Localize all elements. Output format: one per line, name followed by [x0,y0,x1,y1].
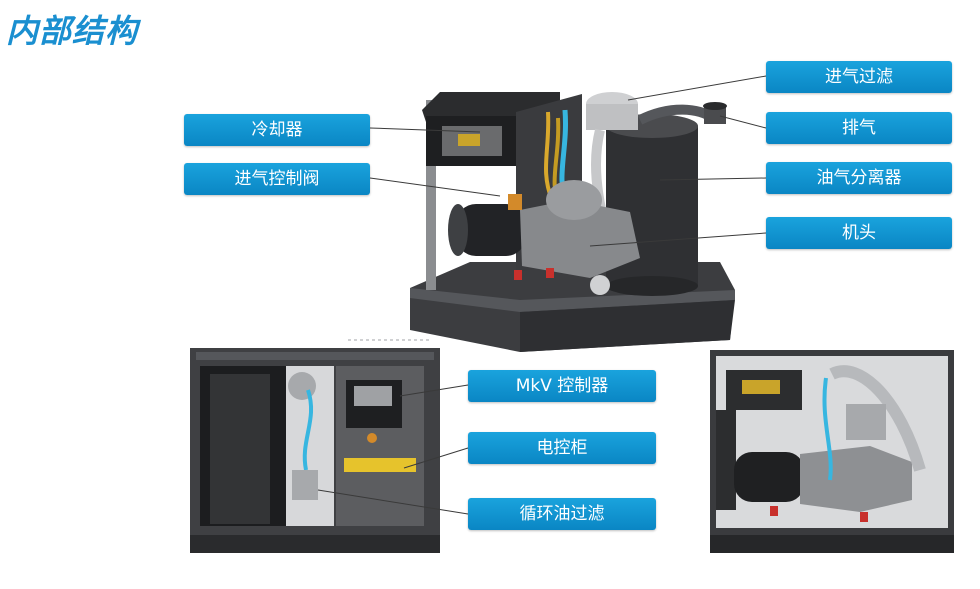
leader-line-oil-filter [317,489,469,515]
label-oil-separator: 油气分离器 [766,162,952,194]
label-cooler: 冷却器 [184,114,370,146]
label-exhaust: 排气 [766,112,952,144]
leader-line-controller [399,384,469,397]
leader-line-cooler [369,127,481,133]
leader-line-control-cabinet [403,447,469,469]
leader-line-intake-valve [369,177,501,197]
label-oil-filter: 循环油过滤 [468,498,656,530]
label-controller: MkV 控制器 [468,370,656,402]
label-intake-filter: 进气过滤 [766,61,952,93]
leader-line-exhaust [719,115,767,129]
label-intake-valve: 进气控制阀 [184,163,370,195]
leader-line-oil-separator [659,177,767,181]
leader-line-intake-filter [627,75,767,101]
label-airend: 机头 [766,217,952,249]
front-view-image [190,339,440,553]
page-title: 内部结构 [6,12,139,50]
leader-lines [317,75,767,515]
leader-line-airend [589,232,767,247]
label-control-cabinet: 电控柜 [468,432,656,464]
side-view-image [710,350,954,553]
